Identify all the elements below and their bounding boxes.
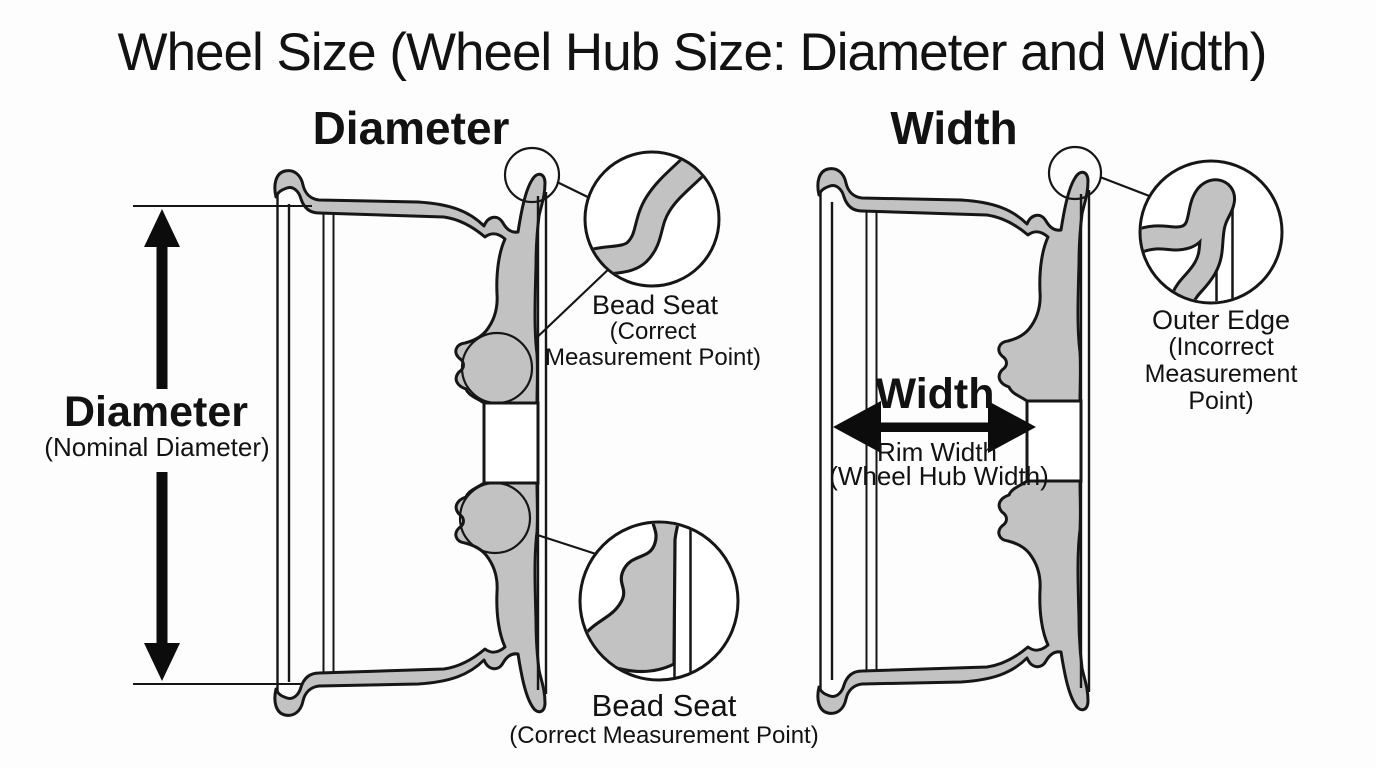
diameter-arrow	[144, 209, 180, 681]
highlight-circle-bead-seat-top	[503, 146, 561, 204]
wheel-hub-width-sublabel: (Wheel Hub Width)	[829, 461, 1049, 491]
outer-edge-note: (Incorrect Measurement Point)	[1144, 333, 1298, 415]
bead-seat-top-label: Bead Seat	[591, 290, 719, 320]
width-arrow	[833, 401, 1036, 453]
callout-circle-bead-seat-bottom	[578, 520, 740, 682]
connector-outer-edge	[1099, 175, 1153, 199]
callout-circle-outer-edge	[1138, 159, 1284, 305]
highlight-circle-bead-seat-lower	[458, 481, 532, 555]
connector-mid-notch	[529, 264, 614, 345]
nominal-diameter-sublabel: (Nominal Diameter)	[44, 432, 270, 462]
bead-seat-top-note: (Correct Measurement Point)	[544, 318, 762, 371]
callout-circle-bead-seat-top	[583, 150, 721, 288]
wheel-cross-section-width	[818, 145, 1103, 713]
bead-seat-bottom-label: Bead Seat	[591, 688, 737, 723]
width-section-heading: Width	[890, 102, 1018, 154]
outer-edge-label: Outer Edge	[1151, 305, 1291, 335]
bead-seat-bottom-note: (Correct Measurement Point)	[509, 722, 819, 749]
diameter-reference-lines	[133, 205, 312, 685]
highlight-circle-bead-seat-mid	[460, 331, 534, 405]
width-dimension-label: Width	[875, 370, 995, 418]
page-title: Wheel Size (Wheel Hub Size: Diameter and…	[117, 23, 1268, 82]
highlight-circle-outer-edge	[1047, 145, 1103, 201]
rim-width-sublabel: Rim Width	[877, 437, 997, 467]
diameter-dimension-label: Diameter	[63, 388, 249, 436]
diameter-section-heading: Diameter	[312, 102, 510, 154]
wheel-cross-section-diameter	[275, 146, 561, 715]
